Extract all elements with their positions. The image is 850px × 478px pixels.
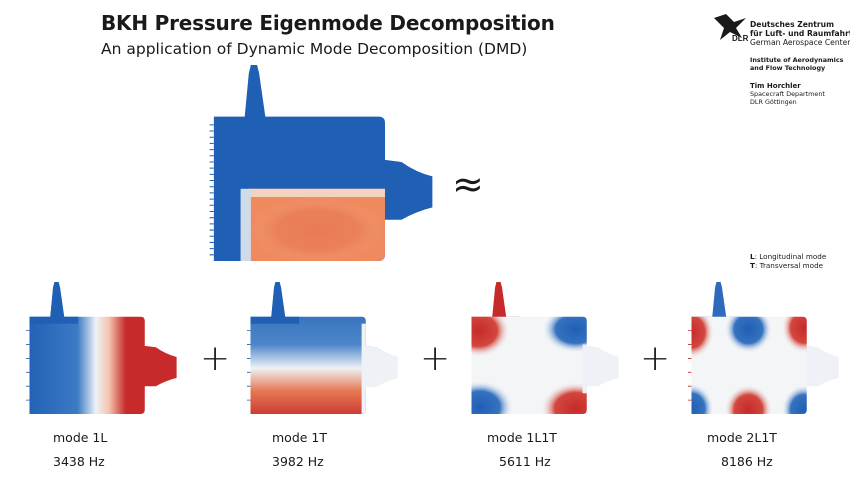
author-department: Spacecraft Department — [750, 90, 825, 98]
mode-2l1t-frequency: 8186 Hz — [721, 454, 773, 469]
legend-t-text: : Transversal mode — [754, 261, 824, 270]
page-subtitle: An application of Dynamic Mode Decomposi… — [101, 40, 528, 58]
legend-l-key: L — [750, 252, 755, 261]
legend-longitudinal: L: Longitudinal mode — [750, 252, 826, 261]
author-name: Tim Horchler — [750, 82, 801, 90]
legend-l-text: : Longitudinal mode — [754, 252, 827, 261]
mode-legend: L: Longitudinal mode T: Transversal mode — [750, 252, 826, 270]
author-location: DLR Göttingen — [750, 98, 797, 106]
mode-1l-label: mode 1L — [53, 430, 108, 445]
institution-name-line2: für Luft- und Raumfahrt — [750, 29, 850, 38]
institute-name: Institute of Aerodynamics and Flow Techn… — [750, 56, 843, 72]
institute-line1: Institute of Aerodynamics — [750, 56, 844, 64]
institute-line2: and Flow Technology — [750, 64, 826, 72]
mode-1t-label: mode 1T — [272, 430, 328, 445]
mode-1l1t-label: mode 1L1T — [487, 430, 557, 445]
plus-sign-1: + — [200, 338, 231, 379]
mode-1l-frequency: 3438 Hz — [53, 454, 105, 469]
mode-1l-field — [25, 282, 177, 414]
institution-name-line1: Deutsches Zentrum — [750, 20, 834, 29]
mode-1t-field — [246, 282, 398, 414]
mode-1l1t-frequency: 5611 Hz — [499, 454, 551, 469]
author-block: Tim Horchler Spacecraft Department DLR G… — [750, 82, 825, 106]
pressure-field-total — [209, 65, 433, 261]
plus-sign-2: + — [420, 338, 451, 379]
institution-name: Deutsches Zentrum für Luft- und Raumfahr… — [750, 20, 850, 47]
dlr-logo: DLR Deutsches Zentrum für Luft- und Raum… — [712, 12, 850, 47]
legend-t-key: T — [750, 261, 755, 270]
page-title: BKH Pressure Eigenmode Decomposition — [101, 11, 555, 35]
dlr-logo-text: DLR — [732, 34, 748, 42]
institution-name-line3: German Aerospace Center — [750, 38, 850, 47]
dlr-emblem-icon: DLR — [714, 14, 749, 43]
mode-1l1t-field — [471, 282, 619, 414]
mode-2l1t-field — [687, 282, 839, 414]
approx-symbol: ≈ — [452, 162, 484, 206]
legend-transversal: T: Transversal mode — [750, 261, 826, 270]
mode-1t-frequency: 3982 Hz — [272, 454, 324, 469]
plus-sign-3: + — [640, 338, 671, 379]
mode-2l1t-label: mode 2L1T — [707, 430, 777, 445]
